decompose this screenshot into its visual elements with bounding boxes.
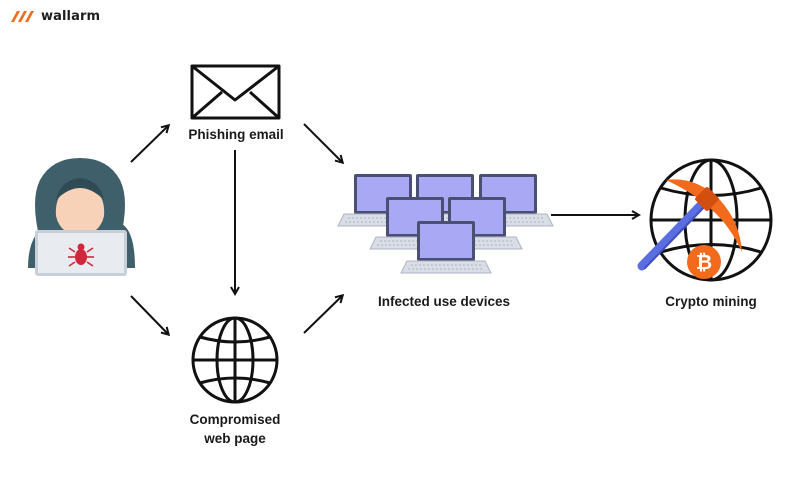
infected-devices-label: Infected use devices xyxy=(377,294,511,309)
laptops-icon xyxy=(337,173,554,274)
wallarm-logo-icon xyxy=(11,11,34,22)
arrow-attacker-to-phishing xyxy=(130,126,168,163)
arrow-phishing-to-devices xyxy=(303,123,342,162)
crypto-mining-label: Crypto mining xyxy=(665,294,757,309)
svg-text:₿: ₿ xyxy=(696,252,712,274)
globe-pickaxe-bitcoin-icon: ₿ xyxy=(637,158,773,282)
globe-icon xyxy=(191,316,279,404)
arrow-attacker-to-webpage xyxy=(130,295,168,334)
webpage-label-line2: web page xyxy=(204,431,266,446)
brand: wallarm xyxy=(10,6,100,26)
webpage-label-line1: Compromised xyxy=(189,412,281,427)
arrow-webpage-to-devices xyxy=(303,296,342,334)
phishing-email-label: Phishing email xyxy=(188,127,284,142)
brand-name: wallarm xyxy=(41,8,101,24)
compromised-web-page-label: Compromised web page xyxy=(170,410,300,448)
envelope-icon xyxy=(190,64,281,120)
hacker-icon xyxy=(28,158,135,276)
